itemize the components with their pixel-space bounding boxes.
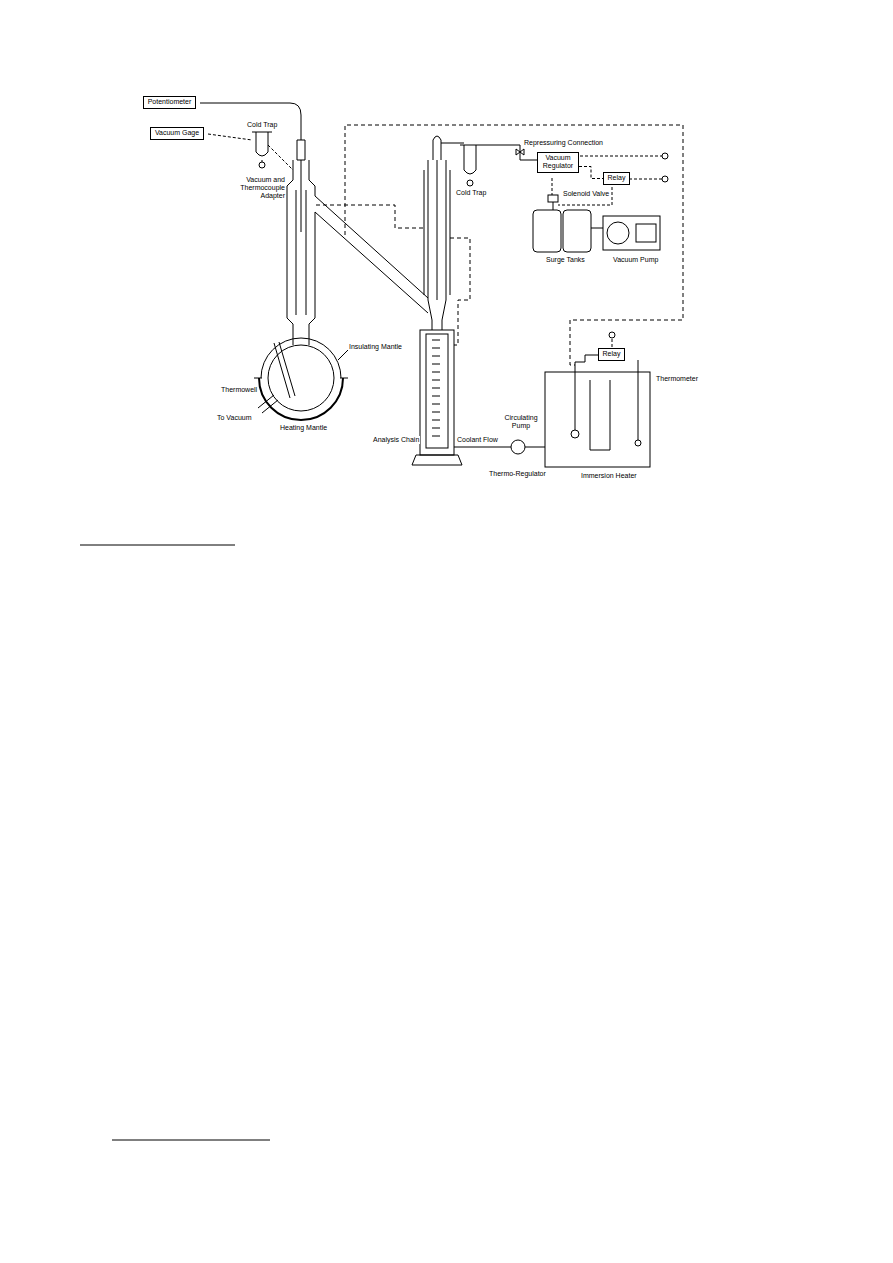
thermowell (274, 342, 295, 398)
thermocouple (301, 160, 302, 232)
vacuum-pump (603, 216, 660, 250)
pump-wheel (607, 222, 629, 244)
part-label: Vacuum Pump (612, 256, 659, 264)
part-label: Thermometer (655, 375, 699, 383)
part-label: Surge Tanks (545, 256, 586, 264)
vacuum-tube (591, 228, 603, 229)
box-label: Vacuum Gage (154, 129, 200, 137)
thermometer (638, 360, 639, 440)
surge-tank (563, 210, 591, 252)
cable (200, 103, 301, 140)
thermocouple-adapter (297, 140, 305, 160)
thermo-regulator (575, 355, 598, 430)
part-label: Insulating Mantle (348, 343, 403, 351)
condenser-wall (428, 160, 446, 330)
part-label: Thermowell (220, 386, 258, 394)
mantle-flange (254, 378, 348, 379)
instrument-box: Potentiometer (143, 96, 196, 109)
thermo-regulator-bulb (571, 430, 579, 438)
vacuum-tube (441, 143, 464, 144)
control-wire (579, 167, 603, 179)
vacuum-tube (480, 145, 537, 160)
side-arm (315, 196, 428, 313)
instrument-box: Relay (598, 348, 625, 361)
underline (80, 545, 235, 546)
column-inner (296, 190, 306, 315)
part-label: Cold Trap (455, 189, 487, 197)
pump-motor (636, 224, 656, 242)
condenser-head (433, 136, 441, 160)
instrument-box: Relay (603, 172, 630, 185)
insulating-mantle (261, 338, 341, 378)
heating-mantle (259, 378, 343, 420)
part-label: Analysis Chain (372, 436, 420, 444)
part-label: Solenoid Valve (562, 190, 610, 198)
part-label: Cold Trap (246, 121, 278, 129)
cold-trap (460, 145, 480, 174)
immersion-heater (590, 380, 610, 450)
vacuum-tube (553, 202, 554, 210)
underline (112, 1140, 270, 1141)
thermostat-bath (545, 372, 650, 467)
tube (262, 160, 263, 162)
plug (662, 153, 668, 159)
instrument-box: Vacuum Gage (150, 127, 204, 140)
receiver (426, 334, 448, 448)
box-label: Relay (607, 174, 626, 182)
box-label: Vacuum Regulator (541, 154, 575, 170)
receiver-base (412, 455, 462, 465)
valve (259, 162, 265, 168)
column-wall (309, 160, 315, 345)
solenoid-valve (548, 195, 558, 202)
plug (609, 332, 615, 338)
wire (612, 338, 613, 347)
vacuum-line (208, 134, 252, 140)
repressuring-valve (516, 149, 524, 155)
part-label: Vacuum and Thermocouple Adapter (220, 176, 286, 200)
surge-tank (533, 210, 561, 252)
receiver-jacket (420, 330, 454, 455)
plug (662, 176, 668, 182)
part-label: Heating Mantle (279, 424, 328, 432)
part-label: To Vacuum (216, 414, 253, 422)
vacuum-tube (258, 395, 278, 413)
valve (467, 180, 473, 186)
coolant-line (454, 447, 545, 448)
box-label: Potentiometer (147, 98, 192, 106)
coolant-line (450, 238, 470, 345)
part-label: Immersion Heater (580, 472, 638, 480)
box-label: Relay (602, 350, 621, 358)
circulating-pump (511, 440, 525, 454)
vacuum-line (268, 145, 293, 170)
coolant-line (316, 205, 424, 228)
leader-line (338, 350, 348, 360)
part-label: Repressuring Connection (523, 139, 604, 147)
cold-trap (252, 132, 272, 156)
part-label: Thermo-Regulator (488, 470, 547, 478)
control-wire (345, 125, 683, 365)
column-wall (287, 160, 293, 345)
condenser-tube (437, 160, 438, 300)
graduations (432, 340, 440, 436)
thermometer-bulb (635, 440, 641, 446)
part-label: Circulating Pump (498, 414, 544, 430)
instrument-box: Vacuum Regulator (537, 152, 579, 173)
part-label: Coolant Flow (456, 436, 499, 444)
